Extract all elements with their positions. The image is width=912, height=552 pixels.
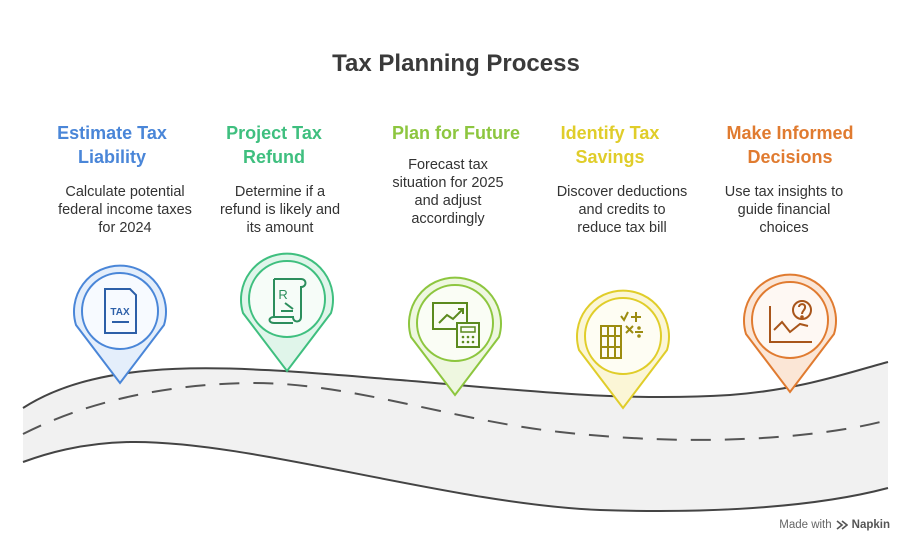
step-2-desc-line1: Determine if a	[234, 184, 326, 200]
road-center-line	[22, 381, 889, 441]
step-2-desc-line2: refund is likely and	[219, 202, 341, 218]
road-surface	[23, 362, 888, 512]
tax-icon-text: TAX	[110, 307, 130, 318]
step-2-title-line2: Refund	[243, 147, 305, 167]
step-5-title: Make Informed Decisions	[705, 121, 875, 169]
step-5-title-line2: Decisions	[747, 147, 833, 167]
footer-brand: Napkin	[851, 519, 890, 531]
step-3-desc-line2: situation for 2025	[392, 175, 504, 191]
step-4-title-line1: Identify Tax	[560, 123, 660, 143]
tax-document-icon: TAX	[104, 288, 137, 334]
step-4-desc-line3: reduce tax bill	[577, 220, 667, 236]
page-title: Tax Planning Process	[332, 50, 580, 77]
step-3-desc-line4: accordingly	[411, 211, 485, 227]
step-4-title: Identify Tax Savings	[525, 121, 695, 169]
step-2-title-line1: Project Tax	[226, 123, 322, 143]
step-4-title-line2: Savings	[575, 147, 645, 167]
step-1-title-line1: Estimate Tax	[57, 123, 167, 143]
step-3-description: Forecast tax situation for 2025 and adju…	[363, 156, 533, 228]
step-2-title: Project Tax Refund	[189, 121, 359, 169]
step-3-title-line1: Plan for Future	[391, 123, 520, 143]
step-3-title: Plan for Future	[371, 121, 541, 145]
step-1-title: Estimate Tax Liability	[27, 121, 197, 169]
step-5-desc-line3: choices	[759, 220, 809, 236]
road-bottom-edge	[22, 440, 889, 513]
question-chart-icon	[769, 300, 812, 343]
step-1-desc-line1: Calculate potential	[65, 184, 185, 200]
prescription-scroll-icon: R	[268, 278, 307, 324]
footer-attribution: Made with Napkin	[779, 519, 890, 531]
math-symbols-icon	[600, 311, 643, 359]
step-2-desc-line3: its amount	[246, 220, 314, 236]
chart-calculator-icon	[432, 302, 480, 348]
step-5-desc-line2: guide financial	[737, 202, 831, 218]
step-4-desc-line1: Discover deductions	[556, 184, 688, 200]
step-1-desc-line2: federal income taxes	[58, 202, 192, 218]
step-4-desc-line2: and credits to	[578, 202, 666, 218]
napkin-logo-icon	[836, 520, 848, 530]
footer-made-with: Made with	[779, 519, 832, 531]
step-2-description: Determine if a refund is likely and its …	[195, 183, 365, 237]
rx-icon-text: R	[278, 287, 287, 302]
step-1-title-line2: Liability	[77, 147, 146, 167]
step-1-description: Calculate potential federal income taxes…	[40, 183, 210, 237]
step-5-title-line1: Make Informed	[726, 123, 854, 143]
step-4-description: Discover deductions and credits to reduc…	[537, 183, 707, 237]
step-5-desc-line1: Use tax insights to	[724, 184, 844, 200]
step-3-desc-line1: Forecast tax	[408, 157, 488, 173]
step-1-desc-line3: for 2024	[98, 220, 152, 236]
step-3-desc-line3: and adjust	[414, 193, 482, 209]
step-5-description: Use tax insights to guide financial choi…	[699, 183, 869, 237]
